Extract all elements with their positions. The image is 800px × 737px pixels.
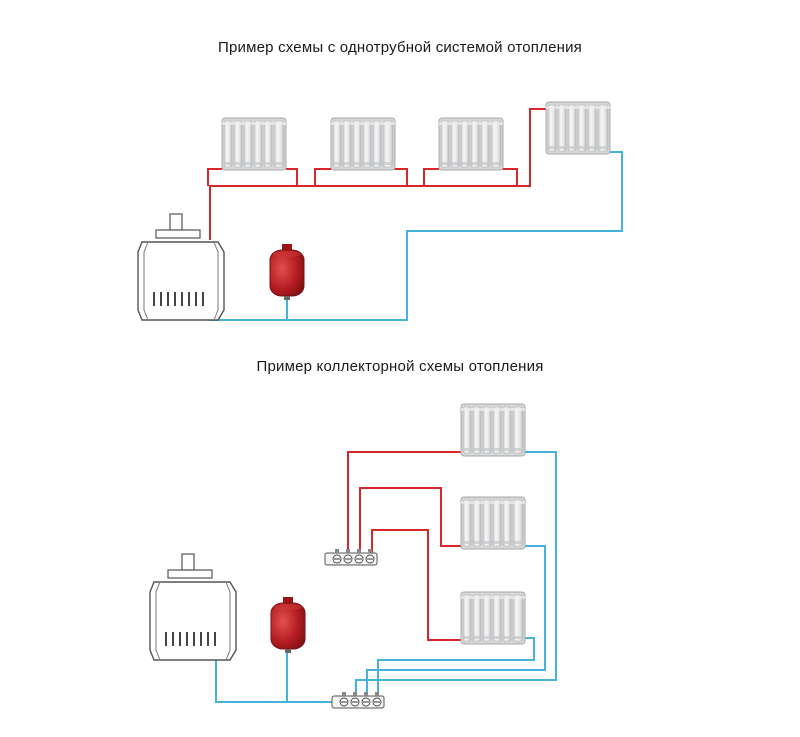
radiator-loop-1 [207, 168, 222, 186]
radiator [460, 403, 526, 457]
return-pipe-radiator-3 [377, 637, 535, 692]
radiator-loop-1-return [286, 168, 298, 186]
return-pipe [209, 151, 623, 321]
return-pipe-main [215, 658, 332, 703]
expansion-tank [269, 243, 305, 301]
expansion-tank [270, 596, 306, 654]
radiator [545, 101, 611, 155]
return-manifold [331, 691, 385, 709]
radiator-loop-2 [314, 168, 331, 186]
radiator [460, 591, 526, 645]
manifold-title: Пример коллекторной схемы отопления [256, 358, 544, 375]
supply-pipe [209, 108, 546, 240]
boiler [137, 213, 225, 321]
supply-manifold [324, 548, 378, 566]
return-pipe-radiator-1 [355, 451, 557, 692]
radiator [460, 496, 526, 550]
single-pipe-scheme [137, 101, 623, 321]
boiler [149, 553, 237, 661]
radiator-loop-3-return [502, 168, 518, 186]
return-pipe-radiator-2 [366, 545, 546, 692]
radiator-loop-3 [423, 168, 439, 186]
radiator [438, 117, 504, 171]
radiator [221, 117, 287, 171]
supply-pipe-radiator-2 [359, 487, 461, 553]
manifold-scheme [149, 403, 557, 709]
single-pipe-title: Пример схемы с однотрубной системой отоп… [218, 39, 582, 56]
supply-pipe-radiator-1 [347, 451, 461, 553]
radiator-loop-2-return [394, 168, 408, 186]
radiator [330, 117, 396, 171]
supply-pipe-radiator-3 [371, 529, 461, 641]
